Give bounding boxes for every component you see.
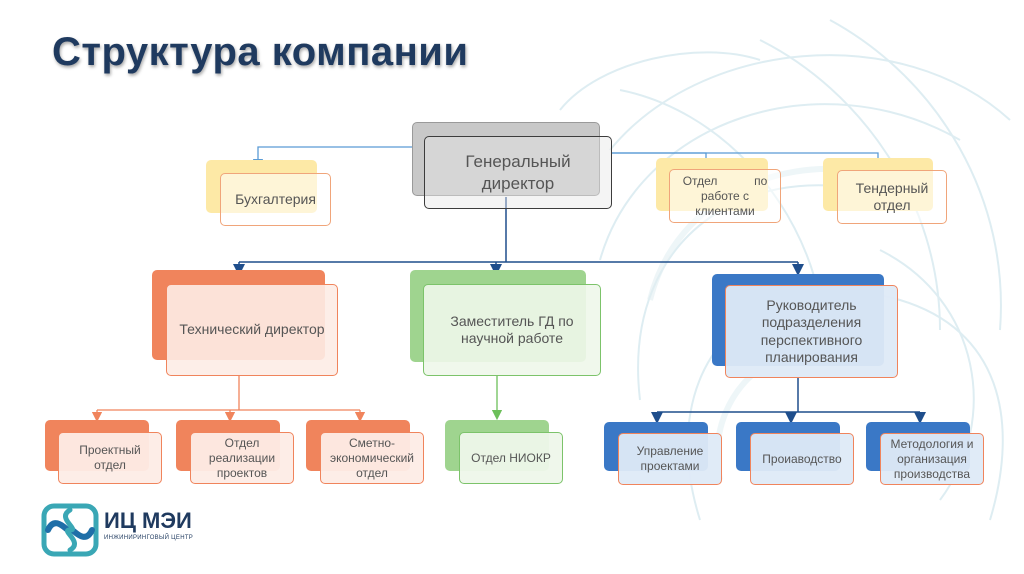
tech-director-label: Технический директор xyxy=(179,321,325,338)
client-dept-label-line2: работе с клиентами xyxy=(695,188,755,218)
logo-subtitle: ИНЖИНИРИНГОВЫЙ ЦЕНТР xyxy=(104,535,194,541)
slide-title: Структура компании xyxy=(52,30,469,74)
project-mgmt-box: Управление проектами xyxy=(618,433,722,485)
client-dept-label-line1: Отдел по xyxy=(682,173,768,188)
project-mgmt-label: Управление проектами xyxy=(636,444,704,473)
methodology-label: Методология и организация производства xyxy=(890,436,974,481)
ceo-box-shadow xyxy=(412,122,600,196)
tender-box: Тендерный отдел xyxy=(837,170,947,224)
tech-director-box: Технический директор xyxy=(166,284,338,376)
implementation-label: Отдел реализации проектов xyxy=(208,435,276,480)
company-logo-icon xyxy=(41,503,99,557)
deputy-label: Заместитель ГД по научной работе xyxy=(450,312,574,347)
estimate-label: Сметно- экономический отдел xyxy=(329,435,415,480)
planning-label: Руководитель подразделения перспективног… xyxy=(760,296,863,366)
accounting-label: Бухгалтерия xyxy=(235,190,316,207)
methodology-box: Методология и организация производства xyxy=(880,433,984,485)
ceo-label: Генеральный директор xyxy=(465,152,571,193)
tender-label: Тендерный отдел xyxy=(855,179,929,214)
production-label: Проиаводство xyxy=(762,451,842,466)
logo-name: ИЦ МЭИ xyxy=(104,508,192,533)
client-dept-box: Отдел по работе с клиентами xyxy=(669,169,781,223)
deputy-box: Заместитель ГД по научной работе xyxy=(423,284,601,376)
ceo-box: Генеральный директор xyxy=(424,136,612,209)
estimate-box: Сметно- экономический отдел xyxy=(320,432,424,484)
implementation-box: Отдел реализации проектов xyxy=(190,432,294,484)
production-box: Проиаводство xyxy=(750,433,854,485)
project-dept-box: Проектный отдел xyxy=(58,432,162,484)
niokr-label: Отдел НИОКР xyxy=(471,450,551,465)
planning-box: Руководитель подразделения перспективног… xyxy=(725,285,898,378)
niokr-box: Отдел НИОКР xyxy=(459,432,563,484)
connector-ceo-accounting xyxy=(252,146,420,170)
project-dept-label: Проектный отдел xyxy=(79,443,141,472)
accounting-box: Бухгалтерия xyxy=(220,173,331,226)
